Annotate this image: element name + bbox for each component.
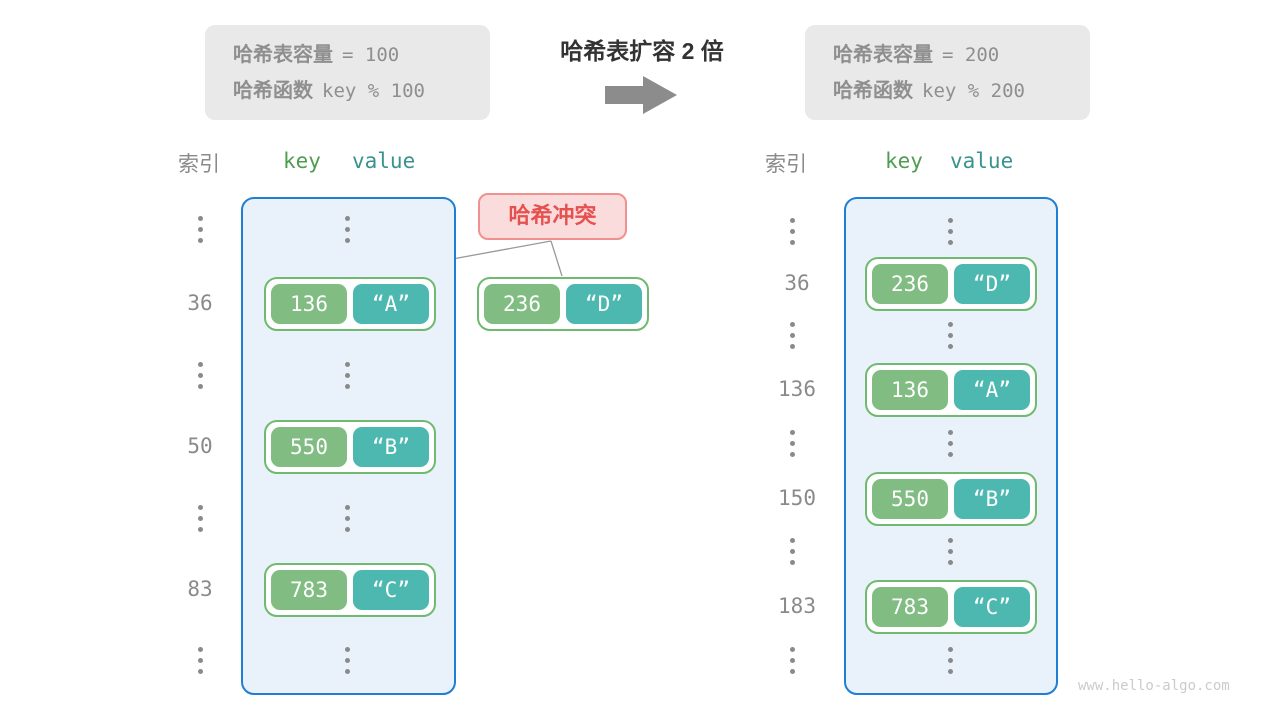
index-column-header-right: 索引 (765, 153, 807, 176)
index-label: 50 (187, 434, 213, 458)
hash-function-line: 哈希函数 key % 200 (833, 74, 1090, 110)
capacity-label: 哈希表容量 (233, 44, 333, 66)
capacity-value: = 100 (342, 44, 400, 66)
ellipsis-dots (345, 216, 350, 243)
value-cell: “C” (954, 587, 1030, 627)
ellipsis-dots (345, 647, 350, 674)
key-value-pair: 783 “C” (264, 563, 436, 617)
capacity-info-box-before: 哈希表容量 = 100 哈希函数 key % 100 (205, 25, 490, 120)
ellipsis-dots (790, 322, 795, 349)
key-value-pair: 136 “A” (264, 277, 436, 331)
ellipsis-dots (198, 505, 203, 532)
ellipsis-dots (790, 430, 795, 457)
ellipsis-dots (790, 218, 795, 245)
index-column-header-left: 索引 (178, 153, 220, 176)
key-value-pair: 236 “D” (865, 257, 1037, 311)
hash-collision-callout: 哈希冲突 (478, 193, 627, 240)
key-cell: 783 (872, 587, 948, 627)
diagram-title: 哈希表扩容 2 倍 (560, 38, 724, 64)
ellipsis-dots (198, 647, 203, 674)
key-column-header-right: key (885, 149, 923, 173)
key-value-pair: 136 “A” (865, 363, 1037, 417)
key-cell: 236 (872, 264, 948, 304)
capacity-label: 哈希表容量 (833, 44, 933, 66)
value-cell: “D” (566, 284, 642, 324)
value-cell: “C” (353, 570, 429, 610)
key-value-pair: 550 “B” (865, 472, 1037, 526)
capacity-line: 哈希表容量 = 100 (233, 38, 490, 74)
index-label: 36 (187, 291, 213, 315)
colliding-key-value-pair: 236 “D” (477, 277, 649, 331)
value-column-header-right: value (950, 149, 1014, 173)
index-label: 83 (187, 577, 213, 601)
capacity-value: = 200 (942, 44, 1000, 66)
ellipsis-dots (948, 430, 953, 457)
ellipsis-dots (198, 362, 203, 389)
value-cell: “A” (353, 284, 429, 324)
ellipsis-dots (345, 505, 350, 532)
ellipsis-dots (790, 647, 795, 674)
index-label: 183 (778, 594, 816, 618)
key-value-pair: 783 “C” (865, 580, 1037, 634)
expand-arrow-icon (605, 76, 677, 114)
value-cell: “A” (954, 370, 1030, 410)
key-cell: 550 (872, 479, 948, 519)
key-cell: 136 (271, 284, 347, 324)
capacity-info-box-after: 哈希表容量 = 200 哈希函数 key % 200 (805, 25, 1090, 120)
ellipsis-dots (948, 322, 953, 349)
key-cell: 236 (484, 284, 560, 324)
capacity-line: 哈希表容量 = 200 (833, 38, 1090, 74)
ellipsis-dots (948, 647, 953, 674)
collision-connector-line-right (550, 240, 563, 277)
value-cell: “B” (353, 427, 429, 467)
index-label: 36 (784, 271, 810, 295)
index-label: 150 (778, 486, 816, 510)
ellipsis-dots (948, 218, 953, 245)
ellipsis-dots (790, 538, 795, 565)
hash-function-value: key % 100 (322, 80, 425, 102)
hash-function-label: 哈希函数 (833, 80, 913, 102)
value-column-header-left: value (352, 149, 416, 173)
hash-function-label: 哈希函数 (233, 80, 313, 102)
ellipsis-dots (345, 362, 350, 389)
hash-function-value: key % 200 (922, 80, 1025, 102)
key-cell: 550 (271, 427, 347, 467)
ellipsis-dots (948, 538, 953, 565)
site-watermark: www.hello-algo.com (1078, 678, 1230, 694)
value-cell: “D” (954, 264, 1030, 304)
key-cell: 783 (271, 570, 347, 610)
key-column-header-left: key (283, 149, 321, 173)
key-cell: 136 (872, 370, 948, 410)
hash-function-line: 哈希函数 key % 100 (233, 74, 490, 110)
key-value-pair: 550 “B” (264, 420, 436, 474)
index-label: 136 (778, 377, 816, 401)
ellipsis-dots (198, 216, 203, 243)
value-cell: “B” (954, 479, 1030, 519)
